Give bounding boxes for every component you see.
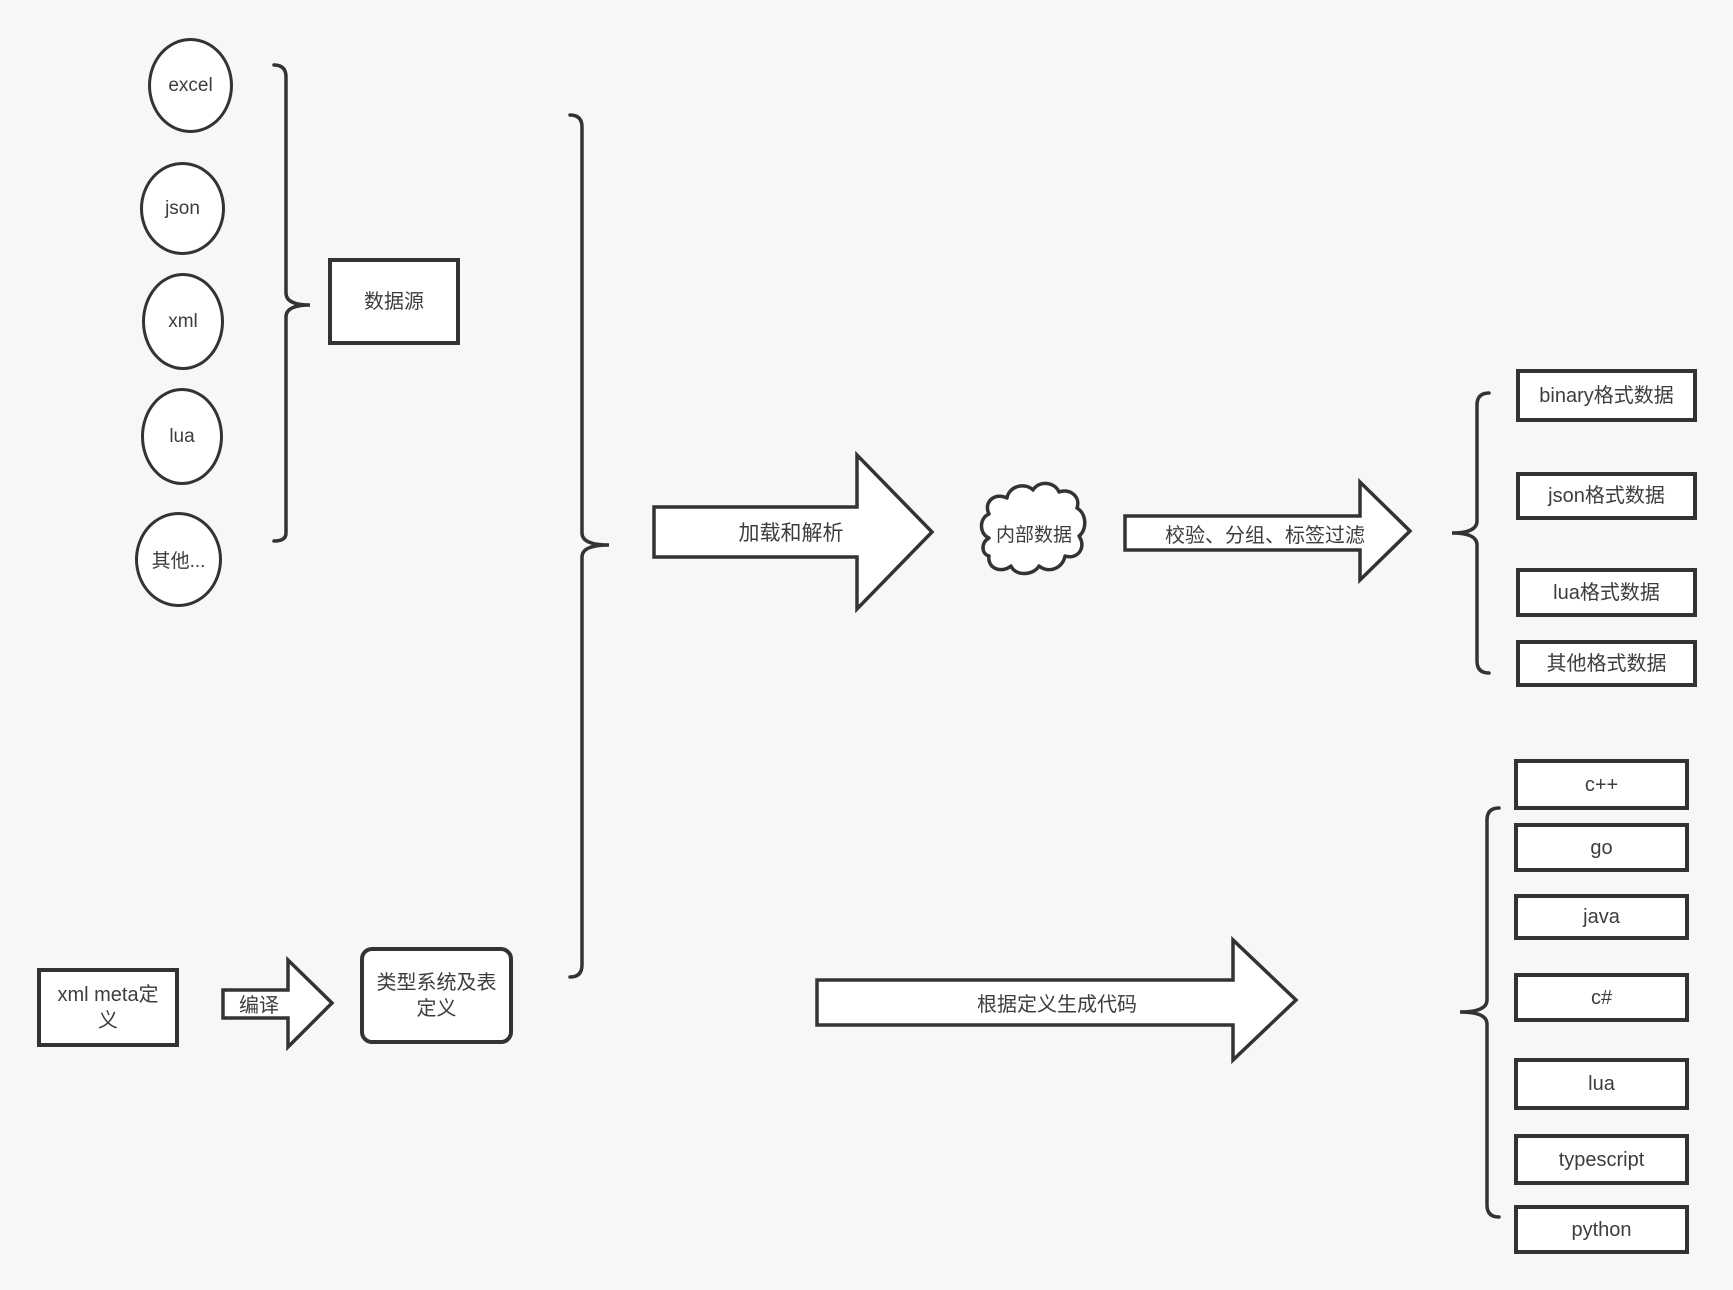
xml-meta-box: xml meta定义 (37, 968, 179, 1047)
format-box-binary: binary格式数据 (1516, 369, 1697, 422)
language-label-go: go (1590, 836, 1613, 859)
source-ellipse-other: 其他... (135, 512, 222, 607)
languages-brace-shape (1459, 806, 1501, 1219)
load-parse-arrow (652, 450, 935, 614)
language-label-lua: lua (1588, 1073, 1615, 1095)
language-box-go: go (1514, 823, 1689, 872)
source-label-other: 其他... (151, 551, 206, 572)
source-ellipse-excel: excel (148, 38, 233, 133)
language-label-csharp: c# (1590, 986, 1613, 1009)
language-box-java: java (1514, 894, 1689, 940)
formats-brace-shape (1451, 391, 1491, 675)
type-system-label: 类型系统及表定义 (376, 971, 497, 1020)
language-box-typescript: typescript (1514, 1134, 1689, 1185)
compile-arrow (221, 955, 335, 1052)
datasource-label: 数据源 (364, 290, 424, 313)
format-box-other: 其他格式数据 (1516, 640, 1697, 687)
language-box-csharp: c# (1514, 973, 1689, 1022)
source-label-json: json (165, 197, 200, 219)
format-label-binary: binary格式数据 (1539, 384, 1674, 407)
language-box-python: python (1514, 1205, 1689, 1254)
type-system-box: 类型系统及表定义 (360, 947, 513, 1044)
source-ellipse-lua: lua (141, 388, 223, 485)
internal-data-cloud (979, 481, 1087, 576)
source-label-lua: lua (169, 425, 195, 447)
format-box-lua: lua格式数据 (1516, 568, 1697, 617)
format-label-lua: lua格式数据 (1553, 581, 1660, 604)
format-label-json: json格式数据 (1548, 485, 1665, 507)
source-label-xml: xml (168, 310, 198, 332)
language-label-java: java (1583, 906, 1620, 928)
datasource-box: 数据源 (328, 258, 460, 345)
sources-brace-shape (272, 63, 311, 543)
language-label-python: python (1571, 1218, 1632, 1241)
filter-arrow (1123, 477, 1413, 585)
inputs-brace-shape (568, 113, 610, 979)
language-box-lua: lua (1514, 1058, 1689, 1110)
language-label-cpp: c++ (1584, 773, 1619, 796)
source-ellipse-xml: xml (142, 273, 224, 370)
source-label-excel: excel (168, 74, 213, 96)
language-box-cpp: c++ (1514, 759, 1689, 810)
language-label-typescript: typescript (1558, 1148, 1645, 1171)
xml-meta-label: xml meta定义 (57, 983, 159, 1032)
format-label-other: 其他格式数据 (1546, 652, 1667, 675)
source-ellipse-json: json (140, 162, 225, 255)
generate-code-arrow (815, 935, 1299, 1065)
format-box-json: json格式数据 (1516, 472, 1697, 520)
